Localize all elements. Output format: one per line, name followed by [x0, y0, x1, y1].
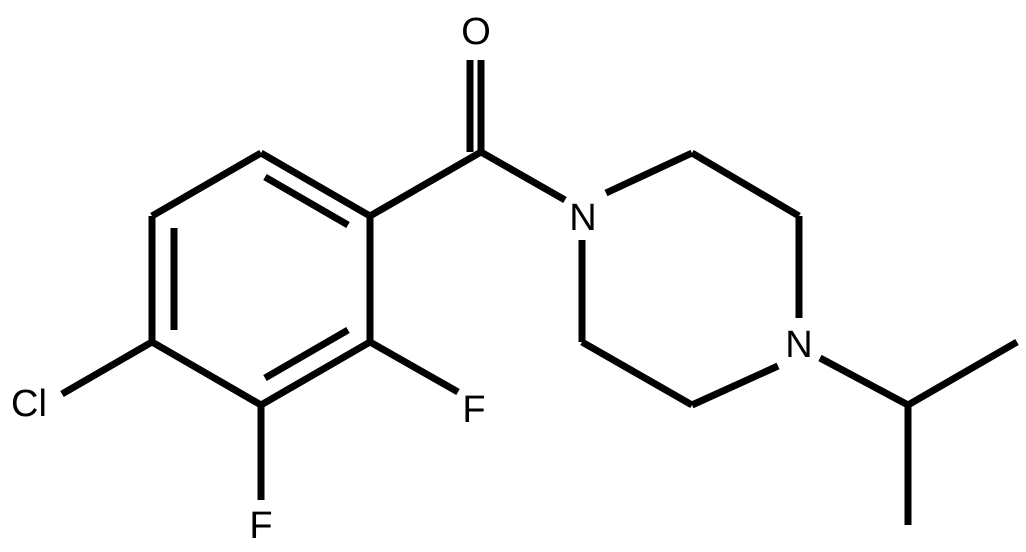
bond-c4-to-chlorine — [60, 338, 154, 398]
bond-carbonyl-to-ring — [368, 148, 483, 220]
chlorine-atom-label: Cl — [11, 383, 47, 425]
ring-bond-c3-c4 — [150, 338, 263, 409]
ring-bond-c2-c3 — [259, 338, 372, 409]
bond-c2-to-fluorine — [368, 338, 460, 396]
piperazine-bond-bottom-left — [580, 338, 694, 409]
bond-n4-to-isopropyl — [818, 354, 910, 409]
oxygen-atom-label: O — [461, 11, 491, 53]
ring-bond-c5-c6 — [150, 149, 263, 220]
fluorine-2-atom-label: F — [462, 389, 485, 431]
bond-carbonyl-to-nitrogen — [479, 148, 567, 204]
isopropyl-nitrogen-atom-label: N — [785, 324, 812, 366]
ring-bond-c6-c1 — [259, 149, 372, 220]
isopropyl-bond-upper-methyl — [906, 338, 1019, 409]
piperazine-bond-top-right — [690, 149, 801, 220]
ring-inner-bond-c6-c1 — [263, 173, 350, 229]
amide-nitrogen-atom-label: N — [569, 197, 596, 239]
fluorine-3-atom-label: F — [249, 505, 272, 547]
ring-inner-bond-c2-c3 — [263, 326, 350, 382]
piperazine-bond-n1-top — [604, 149, 694, 197]
piperazine-bond-n4-bottom — [690, 362, 780, 409]
